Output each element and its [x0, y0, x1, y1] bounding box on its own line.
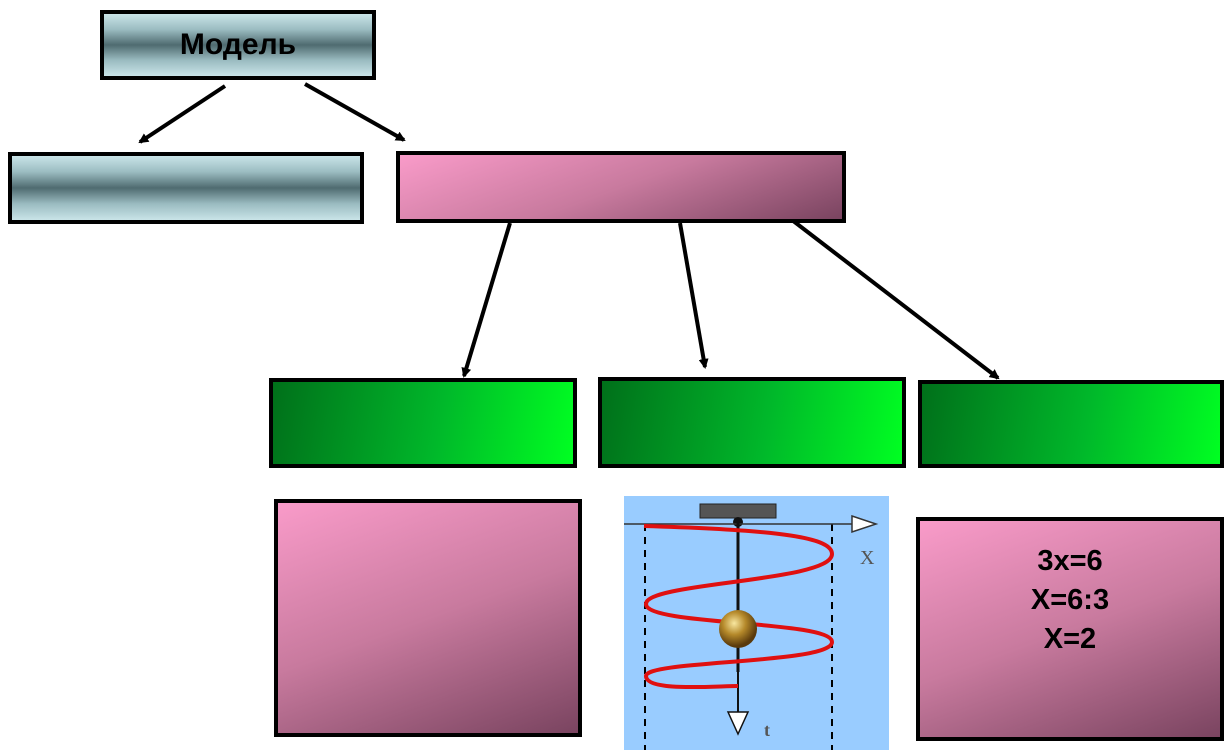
node-green-3: [918, 380, 1224, 468]
node-left-empty: [8, 152, 364, 224]
root-node-label: Модель: [179, 28, 297, 61]
node-green-2: [598, 377, 906, 468]
example-image-placeholder: [274, 499, 582, 737]
arrow-root-to-right: [304, 82, 406, 142]
arrow-to-green-3: [790, 218, 1000, 380]
formula-line-1: 3x=6: [1037, 545, 1103, 577]
node-green-1: [269, 378, 577, 468]
t-axis-label: t: [764, 720, 770, 740]
arrow-to-green-2: [678, 222, 709, 369]
pendulum-oscillation-illustration: X t: [624, 496, 889, 750]
example-formula-box: 3x=6 X=6:3 X=2: [916, 517, 1224, 741]
arrow-to-green-1: [461, 222, 512, 378]
formula-line-2: X=6:3: [1030, 584, 1110, 616]
arrow-root-to-left: [138, 84, 227, 144]
pendulum-bob: [719, 610, 757, 648]
x-axis-label: X: [860, 547, 875, 569]
node-right-empty: [396, 151, 846, 223]
formula-line-3: X=2: [1043, 623, 1097, 655]
root-node-model: Модель: [100, 10, 376, 80]
oscillation-wave: [643, 524, 835, 690]
pendulum-mount: [699, 503, 777, 519]
